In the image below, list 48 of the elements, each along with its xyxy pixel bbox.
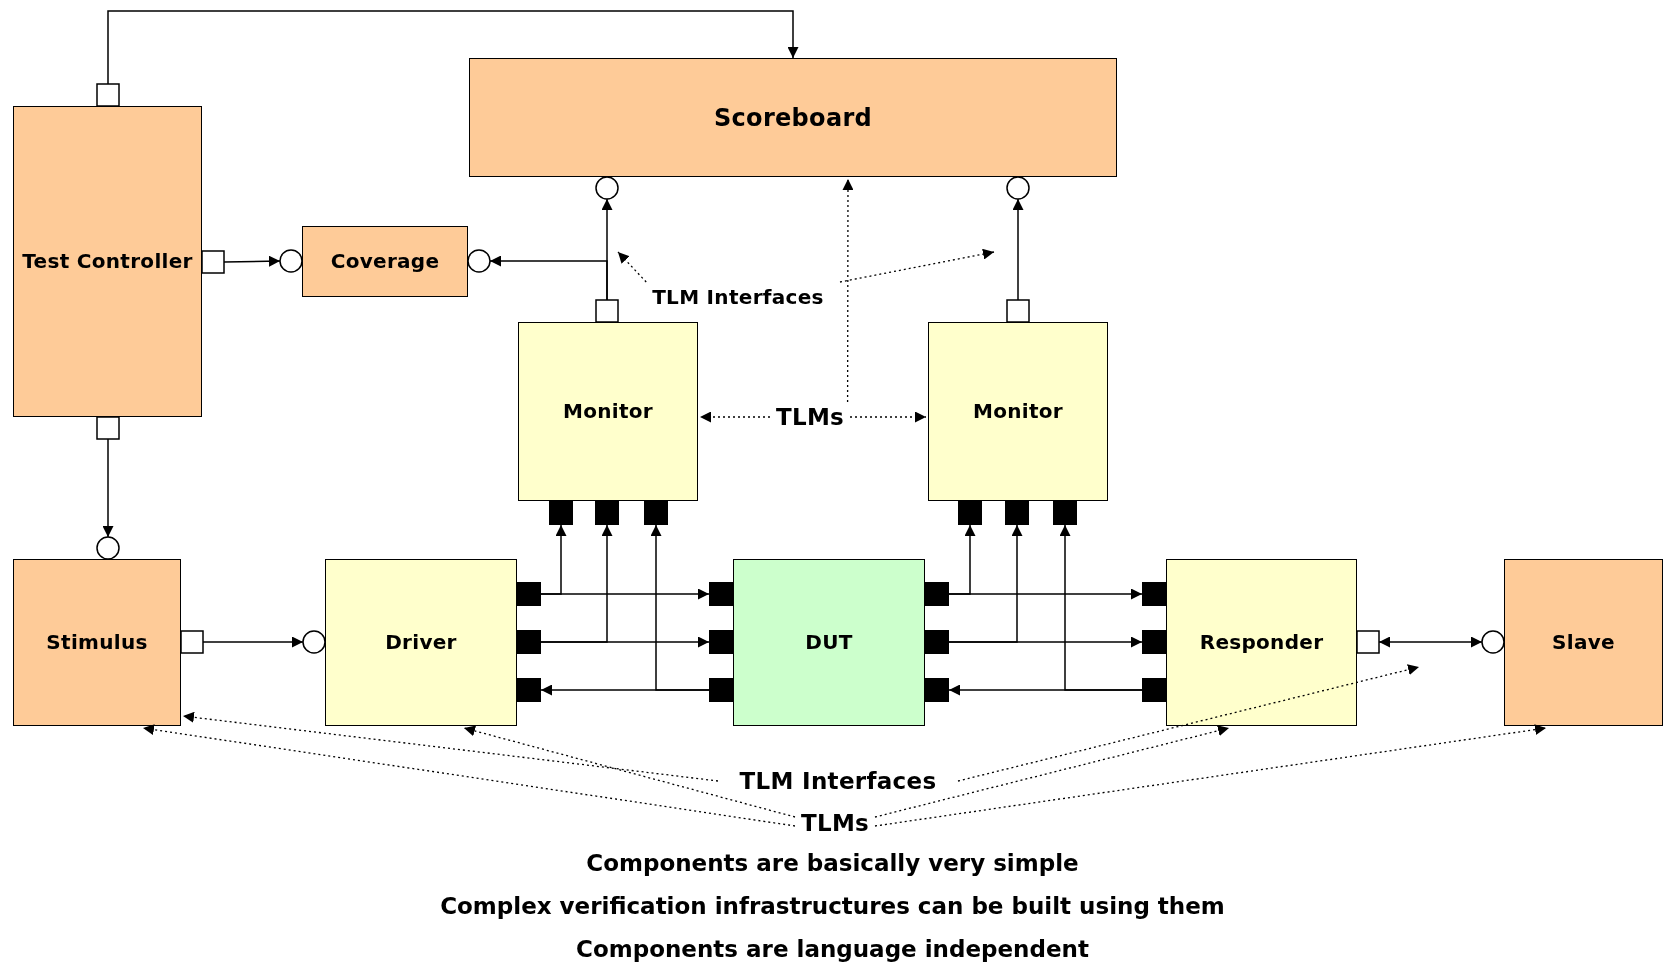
note-text: Components are language independent	[576, 936, 1089, 962]
callout-text: TLM Interfaces	[652, 284, 824, 310]
component-label: Monitor	[563, 399, 653, 424]
component-label: Test Controller	[22, 249, 193, 274]
callout-text: TLMs	[775, 402, 845, 432]
connector-arrow	[1012, 198, 1024, 301]
component-box	[733, 559, 925, 726]
component-box	[325, 559, 517, 726]
pointer-arrow	[699, 411, 771, 423]
component-label: Stimulus	[46, 630, 148, 655]
pointer-arrow	[839, 248, 995, 283]
component-label: Driver	[385, 630, 457, 655]
connector-arrow	[948, 524, 1023, 643]
connector-arrow	[107, 10, 799, 85]
pointer-arrow	[142, 724, 796, 827]
component-box	[1504, 559, 1663, 726]
component-label: Slave	[1552, 630, 1615, 655]
note-text: Complex verification infrastructures can be built using them	[440, 893, 1225, 919]
component-box	[13, 559, 181, 726]
note-text: Components are basically very simple	[586, 850, 1079, 876]
connector-arrow	[540, 524, 567, 595]
component-box	[518, 322, 698, 501]
pointer-arrow	[957, 664, 1420, 782]
callout-text: TLM Interfaces	[739, 766, 937, 796]
connector-arrow	[1059, 524, 1143, 691]
connector-arrow	[489, 255, 608, 301]
connector-arrow	[540, 524, 613, 643]
pointer-arrow	[849, 411, 927, 423]
component-label: Responder	[1199, 630, 1324, 655]
component-label: Monitor	[973, 399, 1063, 424]
pointer-arrow	[874, 724, 1547, 827]
component-label: DUT	[805, 630, 853, 655]
component-label: Coverage	[330, 249, 440, 274]
component-box	[928, 322, 1108, 501]
pointer-arrow	[617, 251, 647, 283]
connector-arrow	[948, 524, 976, 595]
connector-arrow	[650, 524, 710, 691]
callout-text: TLMs	[800, 808, 870, 838]
pointer-arrow	[874, 725, 1230, 818]
pointer-arrow	[842, 178, 854, 403]
component-box	[13, 106, 202, 417]
component-label: Scoreboard	[714, 102, 872, 133]
component-box	[1166, 559, 1357, 726]
component-box	[469, 58, 1117, 177]
pointer-arrow	[463, 725, 796, 818]
component-box	[302, 226, 468, 297]
connector-arrow	[102, 438, 114, 538]
pointer-arrow	[182, 711, 719, 782]
